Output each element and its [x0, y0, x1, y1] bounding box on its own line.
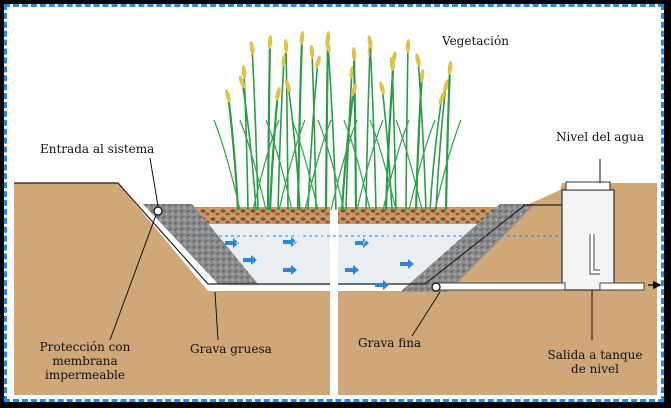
outlet-node	[432, 283, 440, 291]
outlet-pipe-exit	[600, 283, 644, 290]
section-gap	[330, 200, 338, 300]
reed-seedhead	[447, 61, 453, 75]
reed-seedhead	[378, 81, 386, 96]
reed-seedhead	[324, 39, 331, 54]
membrane-label-line2: membrana	[20, 354, 150, 368]
fine-gravel-label: Grava fina	[358, 336, 421, 350]
reed-seedhead	[241, 65, 247, 79]
reed-stem	[278, 58, 284, 210]
reed-seedhead	[267, 35, 272, 49]
membrane-label-line1: Protección con	[20, 340, 150, 354]
reed-stem	[228, 94, 238, 210]
reed-vegetation	[214, 31, 461, 210]
reed-leaf	[279, 120, 305, 210]
reed-leaf	[357, 120, 383, 210]
reed-stem	[354, 52, 356, 210]
outlet-pipe	[435, 283, 565, 290]
outlet-label: Salida a tanque de nivel	[535, 348, 655, 376]
reed-seedhead	[284, 79, 293, 94]
reed-stem	[326, 36, 328, 210]
outlet-label-line2: de nivel	[535, 362, 655, 376]
reed-leaf	[318, 120, 344, 210]
water-level-label: Nivel del agua	[556, 130, 644, 144]
vegetation-label: Vegetación	[442, 34, 509, 48]
reed-stem	[392, 62, 396, 210]
reed-stem	[328, 44, 336, 210]
reed-stem	[370, 40, 376, 210]
reed-seedhead	[367, 35, 374, 50]
reed-seedhead	[414, 53, 421, 68]
coarse-gravel-label: Grava gruesa	[190, 342, 272, 356]
reed-seedhead	[309, 45, 315, 59]
reed-seedhead	[274, 87, 281, 102]
reed-seedhead	[314, 55, 322, 70]
inlet-node	[154, 207, 162, 215]
reed-seedhead	[405, 39, 410, 53]
reed-seedhead	[224, 89, 232, 104]
reed-seedhead	[283, 39, 288, 53]
reed-seedhead	[351, 47, 356, 61]
outlet-label-line1: Salida a tanque	[535, 348, 655, 362]
reed-seedhead	[299, 31, 305, 45]
membrane-label: Protección con membrana impermeable	[20, 340, 150, 382]
level-tank	[562, 190, 614, 290]
reed-stem	[366, 48, 370, 210]
reed-seedhead	[249, 41, 256, 56]
inlet-label: Entrada al sistema	[40, 142, 154, 156]
membrane-label-line3: impermeable	[20, 368, 150, 382]
tank-cap	[566, 182, 610, 190]
